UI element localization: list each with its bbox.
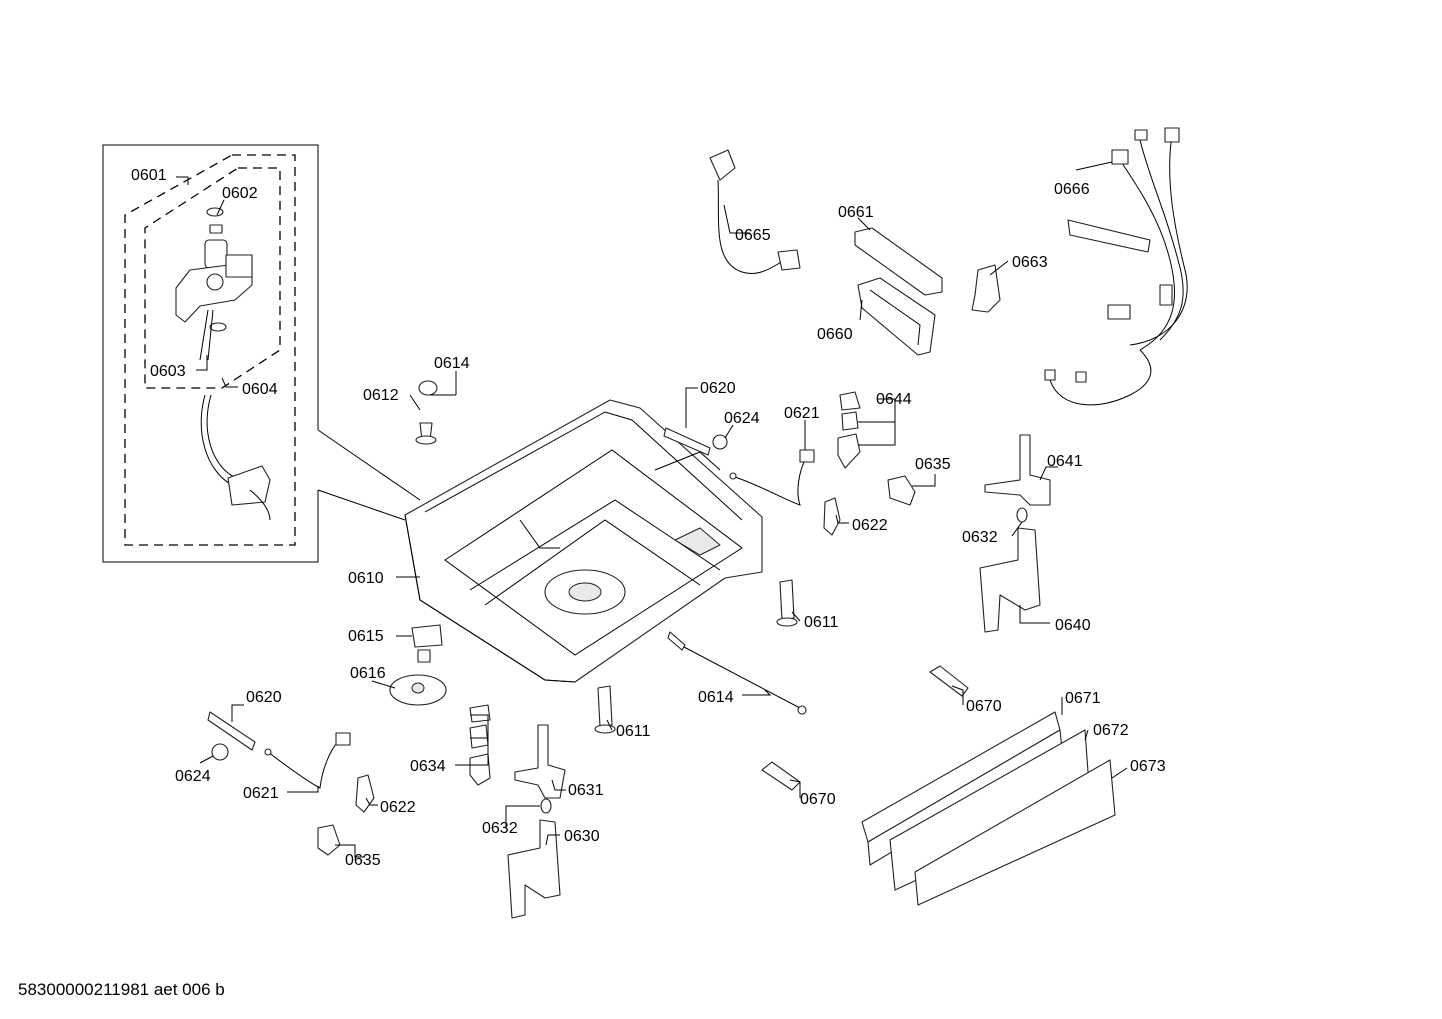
label-0621-lower: 0621 [243,785,279,802]
cable-0621-lower [264,732,351,789]
label-0672: 0672 [1093,722,1129,739]
bracket-0670-upper [929,665,969,697]
label-0670-upper: 0670 [966,698,1002,715]
label-0604: 0604 [242,381,278,398]
hinge-spring-0632-right [1016,507,1028,523]
label-0665: 0665 [735,227,771,244]
label-0620-upper: 0620 [700,380,736,397]
label-0624-upper: 0624 [724,410,760,427]
clip-0635-lower [317,824,341,856]
label-0603: 0603 [150,363,186,380]
base-tub-part [404,399,763,683]
cable-0621-upper [729,449,815,506]
label-0644: 0644 [876,391,912,408]
lever-0622-lower [355,774,375,813]
clamp-0615 [411,624,443,663]
label-0635-upper: 0635 [915,456,951,473]
label-0615: 0615 [348,628,384,645]
label-0630: 0630 [564,828,600,845]
label-0616: 0616 [350,665,386,682]
bracket-0663 [971,264,1001,313]
label-0632-right: 0632 [962,529,998,546]
label-0666: 0666 [1054,181,1090,198]
label-0624-lower: 0624 [175,768,211,785]
label-0673: 0673 [1130,758,1166,775]
hinge-0644 [837,391,861,469]
clip-0635-upper [887,475,916,506]
foot-0611-center [594,685,616,734]
leader-lines [176,161,1128,858]
foot-0611-right [776,579,798,627]
label-0641: 0641 [1047,453,1083,470]
label-0661: 0661 [838,204,874,221]
hinge-arm-0641 [984,434,1051,506]
label-0612: 0612 [363,387,399,404]
label-0635-lower: 0635 [345,852,381,869]
label-0622-lower: 0622 [380,799,416,816]
hinge-arm-0631 [514,724,566,799]
spring-0620-upper [663,427,711,456]
label-0602: 0602 [222,185,258,202]
label-0671: 0671 [1065,690,1101,707]
label-0670-lower: 0670 [800,791,836,808]
label-0611-center: 0611 [616,723,651,740]
housing-0660 [857,277,936,356]
label-0632-lower: 0632 [482,820,518,837]
label-0611-right: 0611 [804,614,839,631]
label-0640: 0640 [1055,617,1091,634]
callout-labels: 0601 0602 0603 0604 0610 0611 0611 0612 … [131,167,1166,869]
foot-cap-0614 [418,380,438,396]
drawing-number: 58300000211981 aet 006 b [18,980,225,999]
label-0663: 0663 [1012,254,1048,271]
hinge-0634 [469,704,491,786]
cap-0624-lower [211,743,229,761]
plinth-strip-0673 [914,759,1116,906]
label-0601: 0601 [131,167,167,184]
lever-0622-upper [823,497,841,536]
hinge-spring-0632-lower [540,798,552,814]
disc-0616 [389,674,447,706]
wiring-harness-0666 [1044,127,1188,406]
hinge-plate-0640 [979,527,1041,633]
label-0621-upper: 0621 [784,405,820,422]
label-0614-lower: 0614 [698,689,734,706]
power-cord-0665 [709,149,801,274]
rod-0614-lower [667,631,807,715]
label-0614-upper: 0614 [434,355,470,372]
label-0622-upper: 0622 [852,517,888,534]
foot-screw-0612 [415,422,437,445]
spring-0620-lower [207,711,256,751]
hinge-plate-0630 [507,819,561,919]
bracket-0670-lower [761,761,801,791]
label-0660: 0660 [817,326,853,343]
label-0620-lower: 0620 [246,689,282,706]
water-valve-part [175,207,271,521]
cap-0624-upper [712,434,728,450]
handle-0661 [854,227,943,296]
label-0610: 0610 [348,570,384,587]
inset-box [102,144,421,563]
label-0634: 0634 [410,758,446,775]
label-0631: 0631 [568,782,604,799]
